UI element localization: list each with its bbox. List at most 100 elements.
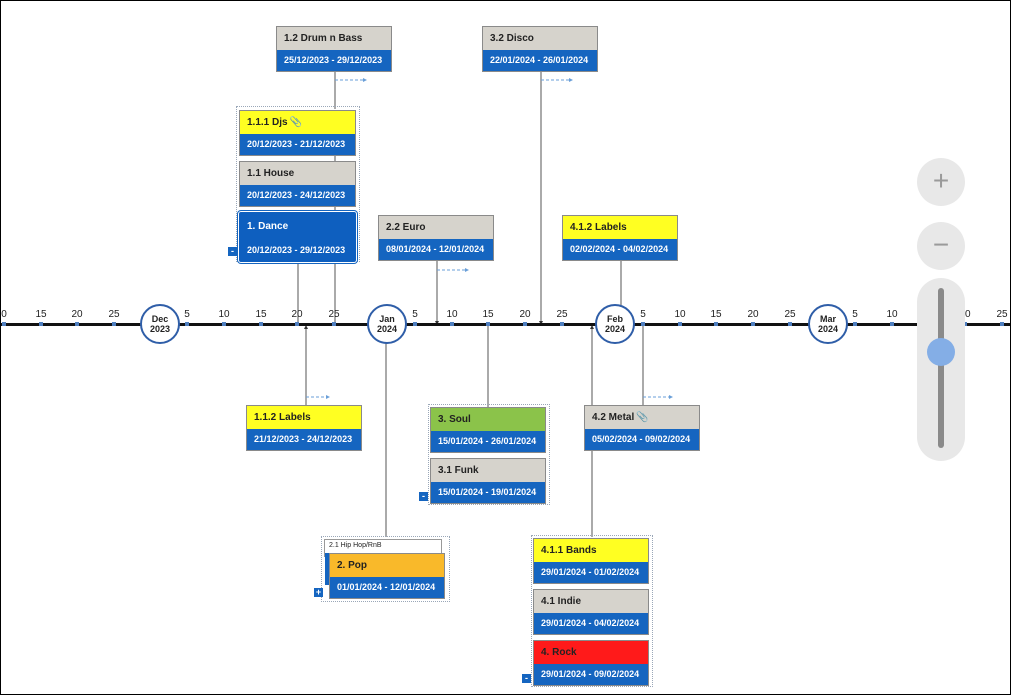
task-card-labels-412[interactable]: 4.1.2 Labels 02/02/2024 - 04/02/2024 bbox=[562, 215, 678, 261]
task-card-djs[interactable]: 1.1.1 Djs📎 20/12/2023 - 21/12/2023 bbox=[239, 110, 356, 156]
collapse-toggle-rock[interactable]: - bbox=[522, 674, 531, 683]
task-title: 1.1.1 Djs bbox=[247, 117, 288, 128]
task-dates: 20/12/2023 - 21/12/2023 bbox=[240, 134, 355, 155]
pop-group bbox=[321, 536, 450, 602]
tick-mark bbox=[259, 322, 263, 326]
tick-label: 20 bbox=[291, 309, 303, 320]
tick-mark bbox=[2, 322, 6, 326]
task-card-disco[interactable]: 3.2 Disco 22/01/2024 - 26/01/2024 bbox=[482, 26, 598, 72]
collapse-toggle-dance[interactable]: - bbox=[228, 247, 237, 256]
zoom-slider-rail[interactable] bbox=[938, 288, 944, 448]
tick-label: 5 bbox=[184, 309, 190, 320]
tick-mark bbox=[332, 322, 336, 326]
task-title: 4.1.2 Labels bbox=[563, 216, 677, 239]
task-title: 4. Rock bbox=[534, 641, 648, 664]
task-dates: 21/12/2023 - 24/12/2023 bbox=[247, 429, 361, 450]
tick-mark bbox=[714, 322, 718, 326]
task-dates: 25/12/2023 - 29/12/2023 bbox=[277, 50, 391, 71]
task-card-euro[interactable]: 2.2 Euro 08/01/2024 - 12/01/2024 bbox=[378, 215, 494, 261]
zoom-slider-thumb[interactable] bbox=[927, 338, 955, 366]
task-card-house[interactable]: 1.1 House 20/12/2023 - 24/12/2023 bbox=[239, 161, 356, 207]
timeline-axis bbox=[1, 323, 1010, 326]
task-dates: 15/01/2024 - 26/01/2024 bbox=[431, 431, 545, 452]
tick-mark bbox=[450, 322, 454, 326]
task-title: 1.2 Drum n Bass bbox=[277, 27, 391, 50]
tick-label: 20 bbox=[959, 309, 971, 320]
month-label: Dec bbox=[151, 314, 169, 324]
tick-label: 5 bbox=[412, 309, 418, 320]
task-dates: 15/01/2024 - 19/01/2024 bbox=[431, 482, 545, 503]
task-dates: 05/02/2024 - 09/02/2024 bbox=[585, 429, 699, 450]
tick-mark bbox=[185, 322, 189, 326]
zoom-out-button[interactable]: − bbox=[917, 222, 965, 270]
tick-label: 20 bbox=[747, 309, 759, 320]
task-dates: 20/12/2023 - 24/12/2023 bbox=[240, 185, 355, 206]
month-marker-dec[interactable]: Dec 2023 bbox=[140, 304, 180, 344]
month-label: Mar bbox=[819, 314, 836, 324]
tick-mark bbox=[75, 322, 79, 326]
month-marker-mar[interactable]: Mar 2024 bbox=[808, 304, 848, 344]
tick-mark bbox=[560, 322, 564, 326]
task-title-row: 4.2 Metal📎 bbox=[585, 406, 699, 429]
task-title: 4.1 Indie bbox=[534, 590, 648, 613]
task-card-labels-112[interactable]: 1.1.2 Labels 21/12/2023 - 24/12/2023 bbox=[246, 405, 362, 451]
tick-mark bbox=[523, 322, 527, 326]
task-title: 4.1.1 Bands bbox=[534, 539, 648, 562]
tick-label: 10 bbox=[218, 309, 230, 320]
task-card-indie[interactable]: 4.1 Indie 29/01/2024 - 04/02/2024 bbox=[533, 589, 649, 635]
task-card-bands[interactable]: 4.1.1 Bands 29/01/2024 - 01/02/2024 bbox=[533, 538, 649, 584]
task-title: 3. Soul bbox=[431, 408, 545, 431]
task-card-drum-n-bass[interactable]: 1.2 Drum n Bass 25/12/2023 - 29/12/2023 bbox=[276, 26, 392, 72]
tick-label: 5 bbox=[852, 309, 858, 320]
tick-mark bbox=[39, 322, 43, 326]
task-title: 2. Pop bbox=[330, 554, 444, 577]
task-dates: 08/01/2024 - 12/01/2024 bbox=[379, 239, 493, 260]
tick-label: 10 bbox=[674, 309, 686, 320]
month-label: Feb bbox=[606, 314, 623, 324]
task-title: 3.1 Funk bbox=[431, 459, 545, 482]
tick-mark bbox=[751, 322, 755, 326]
tick-mark bbox=[963, 322, 967, 326]
task-dates: 22/01/2024 - 26/01/2024 bbox=[483, 50, 597, 71]
task-card-soul[interactable]: 3. Soul 15/01/2024 - 26/01/2024 bbox=[430, 407, 546, 453]
month-marker-feb[interactable]: Feb 2024 bbox=[595, 304, 635, 344]
task-card-pop[interactable]: 2. Pop 01/01/2024 - 12/01/2024 bbox=[329, 553, 445, 599]
tick-label: 10 bbox=[446, 309, 458, 320]
tick-mark bbox=[413, 322, 417, 326]
task-title: 2.2 Euro bbox=[379, 216, 493, 239]
task-card-dance[interactable]: 1. Dance 20/12/2023 - 29/12/2023 bbox=[239, 212, 356, 262]
tick-label: 15 bbox=[35, 309, 47, 320]
tick-mark bbox=[853, 322, 857, 326]
task-dates: 29/01/2024 - 01/02/2024 bbox=[534, 562, 648, 583]
task-title: 1.1.2 Labels bbox=[247, 406, 361, 429]
attachment-icon: 📎 bbox=[289, 117, 303, 128]
task-dates: 20/12/2023 - 29/12/2023 bbox=[240, 240, 355, 261]
tick-label: 5 bbox=[640, 309, 646, 320]
tick-label: 25 bbox=[328, 309, 340, 320]
task-title: 3.2 Disco bbox=[483, 27, 597, 50]
zoom-in-button[interactable]: + bbox=[917, 158, 965, 206]
tick-mark bbox=[890, 322, 894, 326]
task-title-row: 1.1.1 Djs📎 bbox=[240, 111, 355, 134]
year-label: 2023 bbox=[149, 324, 171, 334]
expand-toggle-pop[interactable]: + bbox=[314, 587, 323, 597]
tick-label: 15 bbox=[482, 309, 494, 320]
tick-label: 15 bbox=[710, 309, 722, 320]
task-card-rock[interactable]: 4. Rock 29/01/2024 - 09/02/2024 bbox=[533, 640, 649, 686]
tick-label: 25 bbox=[784, 309, 796, 320]
task-card-funk[interactable]: 3.1 Funk 15/01/2024 - 19/01/2024 bbox=[430, 458, 546, 504]
task-card-metal[interactable]: 4.2 Metal📎 05/02/2024 - 09/02/2024 bbox=[584, 405, 700, 451]
tick-label: 15 bbox=[255, 309, 267, 320]
task-dates: 29/01/2024 - 04/02/2024 bbox=[534, 613, 648, 634]
month-marker-jan[interactable]: Jan 2024 bbox=[367, 304, 407, 344]
task-dates: 01/01/2024 - 12/01/2024 bbox=[330, 577, 444, 598]
task-dates: 02/02/2024 - 04/02/2024 bbox=[563, 239, 677, 260]
collapse-toggle-soul[interactable]: - bbox=[419, 492, 428, 501]
year-label: 2024 bbox=[604, 324, 626, 334]
tick-mark bbox=[112, 322, 116, 326]
rock-group bbox=[531, 535, 653, 687]
tick-mark bbox=[486, 322, 490, 326]
task-title: 1. Dance bbox=[240, 213, 355, 240]
